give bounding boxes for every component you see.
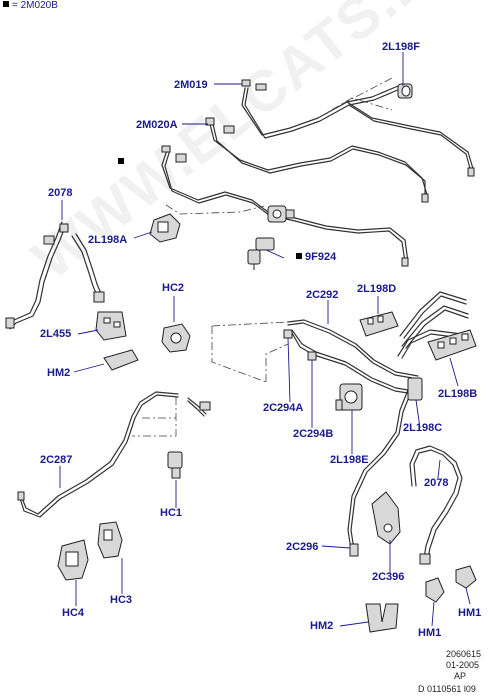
legend: = 2M020B [3,0,58,12]
label-hm2-left[interactable]: HM2 [47,367,71,379]
brake-pipe-2c287 [19,391,207,518]
label-2078-right[interactable]: 2078 [424,477,449,489]
label-2l198d[interactable]: 2L198D [357,283,397,295]
square-marker-2m020b [118,158,124,164]
fitting-2c294b [307,351,317,361]
clip-hc4 [57,539,89,581]
connector-hc1 [167,451,183,479]
label-2l198f[interactable]: 2L198F [382,41,420,53]
label-2l455[interactable]: 2L455 [40,328,72,340]
brake-hose-2078-left [7,221,103,330]
bracket-2c396 [371,491,401,545]
clip-2l198d [359,311,399,337]
label-hc4[interactable]: HC4 [62,607,85,619]
label-2c292[interactable]: 2C292 [306,289,339,301]
leader-lines [59,52,471,627]
brake-pipe-2c296 [347,389,412,557]
label-2l198e[interactable]: 2L198E [330,454,369,466]
clip-hm1-mid [425,577,445,603]
connector-2l198f [397,83,413,99]
label-hm2-bottom[interactable]: HM2 [310,620,334,632]
clip-hm1-right [455,565,477,589]
legend-square-marker [3,1,9,7]
clip-2l198c [407,377,423,401]
hose-end-left-bottom [5,317,15,329]
bracket-2l455 [95,311,127,341]
footer-code-4: D 0110561 l09 [418,684,476,694]
label-hc2[interactable]: HC2 [162,282,185,294]
valve-2l198e [335,383,363,411]
pipe-end-fittings [401,167,475,267]
valve-junction-center [267,205,295,223]
fitting-2c294a [283,329,293,339]
label-2l198c[interactable]: 2L198C [403,422,443,434]
brake-pipe-2m020a [209,123,429,199]
label-2c287[interactable]: 2C287 [40,454,73,466]
hose-end-left-top [93,291,105,303]
label-hc3[interactable]: HC3 [110,594,133,606]
fitting-2m020b-end [161,145,187,163]
clip-2l198b [427,329,477,361]
label-2c294a[interactable]: 2C294A [263,402,304,414]
brake-hose-2078-right [409,445,463,559]
brake-pipe-cluster [287,291,469,394]
clip-hc3 [97,521,123,559]
hose-end-right [419,553,431,565]
hose-clip-2078-top [43,223,69,245]
brake-pipe-2m019 [241,85,475,173]
label-9f924[interactable]: 9F924 [305,251,337,263]
square-marker-9f924 [296,253,302,259]
legend-code: = 2M020B [12,0,58,11]
label-2c294b[interactable]: 2C294B [293,428,334,440]
clip-hc2 [161,323,191,353]
fitting-2m020a-end [205,117,235,134]
fitting-2c296 [349,543,359,557]
label-2l198b[interactable]: 2L198B [438,388,478,400]
footer-code-2: 01-2005 [446,660,480,670]
footer-code-3: AP [454,671,467,681]
label-2c296[interactable]: 2C296 [286,541,319,553]
label-hm1-right[interactable]: HM1 [458,607,482,619]
sensor-9f924 [247,237,275,270]
label-2l198a[interactable]: 2L198A [88,234,128,246]
label-2m020a[interactable]: 2M020A [136,119,178,131]
label-2078-top[interactable]: 2078 [48,187,73,199]
fitting-2c287-mid [17,401,211,501]
fitting-2m019-end [241,79,267,91]
footer-code-1: 2060615 [446,649,482,659]
label-2m019[interactable]: 2M019 [174,79,208,91]
label-2c396[interactable]: 2C396 [372,571,405,583]
bracket-2l198a [149,213,181,243]
clip-hm2-bottom [365,603,399,633]
clip-hm2-left [103,349,139,371]
label-hm1-mid[interactable]: HM1 [418,627,442,639]
label-hc1[interactable]: HC1 [160,507,183,519]
